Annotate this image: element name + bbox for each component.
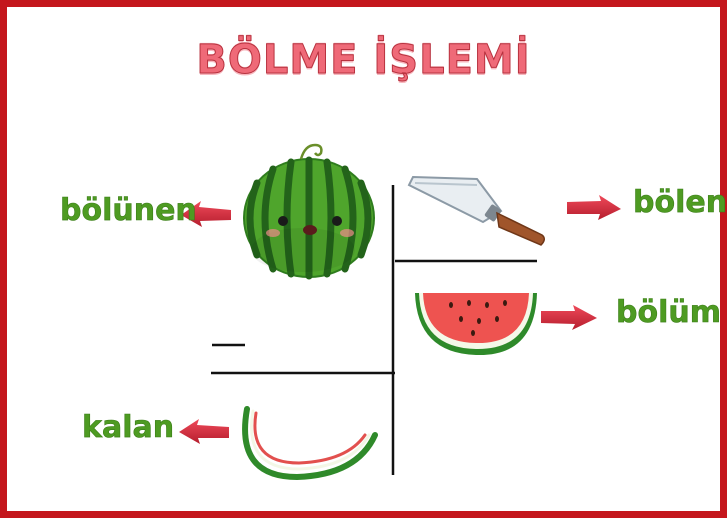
arrow-right-icon [541, 305, 597, 330]
watermelon-slice-icon [415, 289, 537, 356]
knife-icon [409, 177, 544, 245]
divisor-label: bölen [633, 185, 727, 220]
arrow-left-icon [179, 419, 229, 444]
remainder-label: kalan [82, 410, 174, 445]
dividend-label: bölünen [60, 193, 197, 228]
watermelon-rind-icon [245, 409, 375, 477]
whole-watermelon-icon [243, 145, 375, 278]
arrow-right-icon [567, 195, 621, 220]
illustration [7, 7, 727, 525]
quotient-label: bölüm [616, 295, 721, 330]
